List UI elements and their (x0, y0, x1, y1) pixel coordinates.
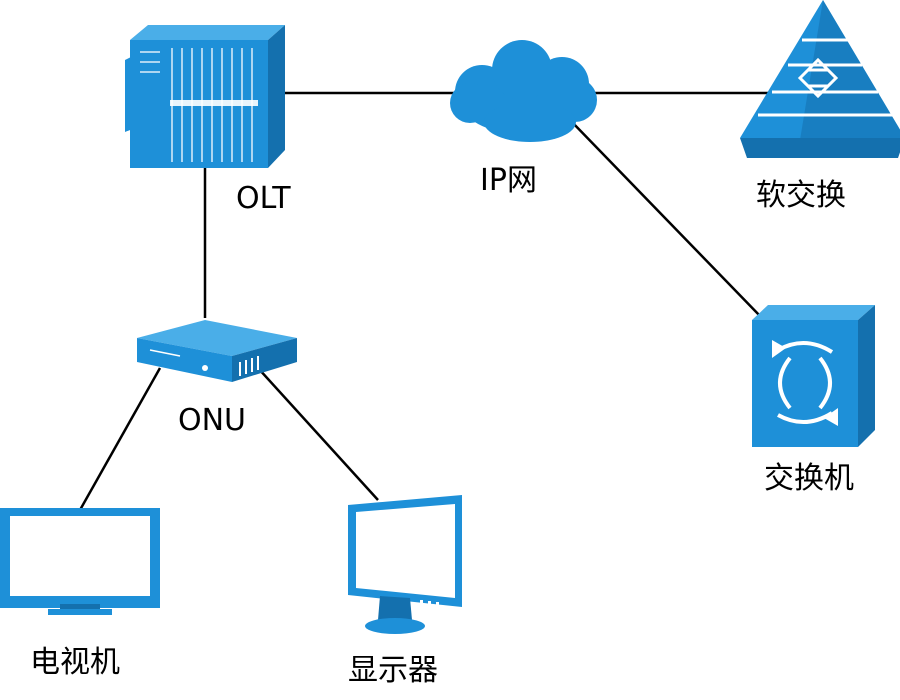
onu-box-icon (137, 320, 297, 382)
olt-label: OLT (236, 181, 291, 216)
softswitch-label: 软交换 (756, 178, 846, 213)
television-icon (0, 508, 160, 615)
link-onu-tv (78, 367, 162, 511)
pyramid-icon (740, 0, 900, 158)
onu-label: ONU (178, 403, 246, 438)
monitor-label: 显示器 (348, 653, 438, 688)
link-ip-switch (569, 119, 763, 319)
olt-chassis-icon (125, 25, 285, 168)
tv-label: 电视机 (30, 645, 120, 680)
switch-label: 交换机 (764, 461, 854, 496)
switch-box-icon (752, 305, 875, 447)
ip-network-label: IP网 (480, 163, 537, 198)
monitor-icon (348, 495, 462, 634)
link-onu-monitor (257, 367, 379, 501)
cloud-icon (450, 40, 597, 142)
